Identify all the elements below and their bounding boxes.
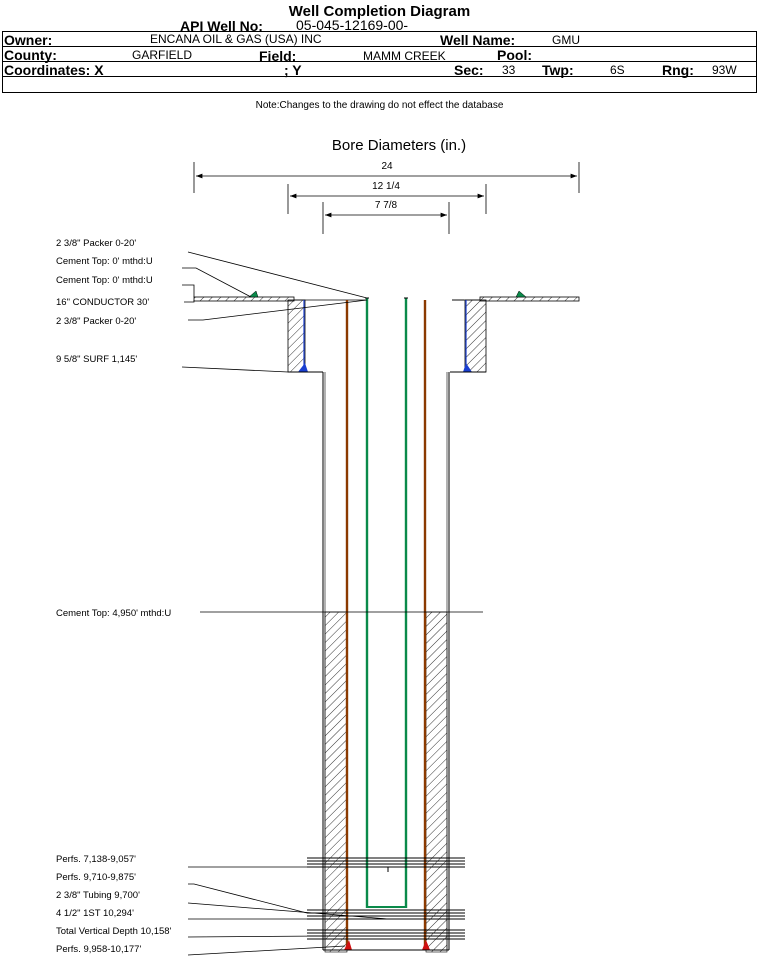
bore-diameters-title: Bore Diameters (in.) (332, 137, 466, 154)
header-rule (2, 46, 757, 47)
leader-lines (181, 251, 464, 956)
depth-labels: 2 3/8" Packer 0-20' Cement Top: 0' mthd:… (56, 238, 172, 955)
label-packer-top: 2 3/8" Packer 0-20' (56, 238, 136, 249)
coordinates-label: Coordinates: X (4, 62, 104, 78)
owner-value: ENCANA OIL & GAS (USA) INC (150, 32, 322, 46)
label-cement-top-1: Cement Top: 0' mthd:U (56, 256, 153, 267)
well-name-label: Well Name: (440, 32, 516, 48)
header-rule (2, 76, 757, 77)
well-name-value: GMU (552, 33, 580, 47)
label-perfs-9958: Perfs. 9,958-10,177' (56, 944, 141, 955)
surface-plate (193, 290, 580, 302)
header-rule (2, 61, 757, 62)
label-conductor: 16" CONDUCTOR 30' (56, 297, 149, 308)
label-cement-top-2: Cement Top: 0' mthd:U (56, 275, 153, 286)
field-value: MAMM CREEK (363, 49, 446, 63)
rng-value: 93W (712, 63, 737, 77)
label-packer-bottom: 2 3/8" Packer 0-20' (56, 316, 136, 327)
diameter-label: 12 1/4 (372, 181, 400, 192)
header-rule (2, 92, 757, 93)
sec-value: 33 (502, 63, 516, 77)
diameter-label: 24 (381, 161, 393, 172)
production-cement (324, 611, 448, 953)
field-label: Field: (259, 48, 297, 64)
diameter-7-7-8: 7 7/8 (322, 200, 450, 234)
pool-label: Pool: (497, 47, 532, 63)
label-tubing: 2 3/8" Tubing 9,700' (56, 890, 140, 901)
page-title: Well Completion Diagram (288, 3, 471, 20)
diameter-24: 24 (193, 161, 580, 193)
header-border (756, 31, 757, 92)
perforations-middle (307, 909, 465, 920)
surface-casing (288, 371, 486, 950)
header-border (2, 31, 3, 92)
coordinates-y-label: ; Y (284, 62, 302, 78)
label-total-depth: Total Vertical Depth 10,158' (56, 926, 172, 937)
label-perfs-7138: Perfs. 7,138-9,057' (56, 854, 136, 865)
tubing-string (365, 297, 408, 908)
label-perfs-9710: Perfs. 9,710-9,875' (56, 872, 136, 883)
label-surface-casing: 9 5/8" SURF 1,145' (56, 354, 137, 365)
rng-label: Rng: (662, 62, 694, 78)
perforations-lower (307, 929, 465, 951)
api-label: API Well No: (180, 18, 263, 34)
twp-label: Twp: (542, 62, 574, 78)
label-cement-top-4950: Cement Top: 4,950' mthd:U (56, 608, 171, 619)
diameter-12-1-4: 12 1/4 (287, 181, 487, 214)
label-first-string: 4 1/2" 1ST 10,294' (56, 908, 134, 919)
owner-label: Owner: (4, 32, 53, 48)
perforations-upper (307, 857, 465, 872)
county-label: County: (4, 47, 57, 63)
sec-label: Sec: (454, 62, 484, 78)
api-value: 05-045-12169-00- (296, 17, 409, 33)
county-value: GARFIELD (132, 48, 193, 62)
production-casing (344, 300, 430, 950)
conductor-annulus (287, 299, 487, 373)
database-note: Note:Changes to the drawing do not effec… (255, 100, 504, 111)
diameter-label: 7 7/8 (375, 200, 398, 211)
header-rule (2, 31, 757, 32)
twp-value: 6S (610, 63, 625, 77)
